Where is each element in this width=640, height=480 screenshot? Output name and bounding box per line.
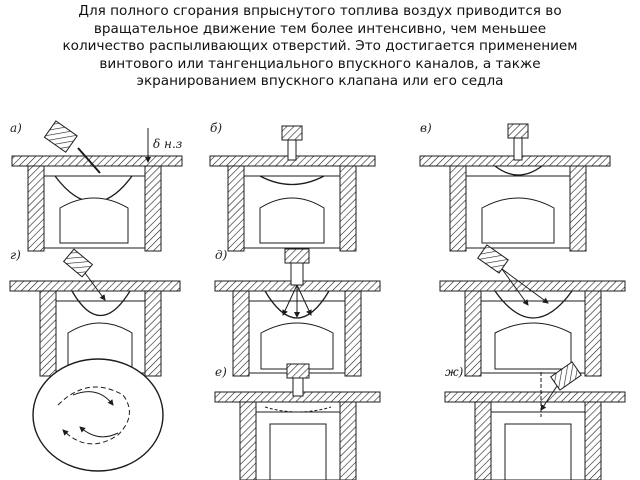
panel-v: в): [419, 121, 611, 252]
panel-top-view: [32, 358, 164, 472]
panel-label: в): [420, 121, 432, 135]
caption-line: экранированием впускного клапана или его…: [136, 73, 504, 89]
panel-label: г): [10, 248, 21, 262]
clearance-label: δ н.з: [153, 137, 182, 151]
panel-zh: ж): [444, 361, 626, 480]
panel-a: а) δ н.з: [10, 120, 183, 252]
panel-label: а): [10, 121, 22, 135]
panel-tangential: [439, 244, 626, 377]
caption-text: Для полного сгорания впрыснутого топлива…: [8, 3, 632, 91]
panel-label: ж): [445, 365, 464, 379]
panel-label: б): [210, 121, 222, 135]
panel-label: е): [215, 365, 227, 379]
panel-d: д): [214, 248, 381, 377]
panel-g: г): [9, 248, 181, 377]
caption-line: количество распыливающих отверстий. Это …: [62, 38, 578, 54]
caption-line: Для полного сгорания впрыснутого топлива…: [78, 3, 562, 19]
caption-line: вращательное движение тем более интенсив…: [93, 20, 547, 37]
panel-b: б): [209, 121, 376, 252]
panel-label: д): [215, 248, 228, 262]
caption-line: винтового или тангенциального впускного …: [99, 55, 541, 72]
panel-e: е): [214, 363, 381, 480]
